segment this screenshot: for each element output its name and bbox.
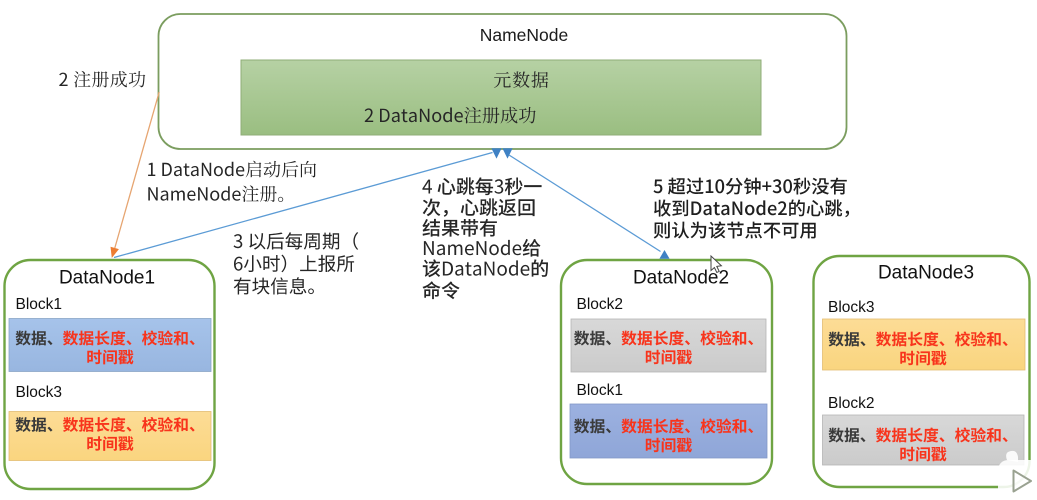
svg-text:NameNode: NameNode bbox=[480, 25, 569, 45]
svg-text:DataNode3: DataNode3 bbox=[878, 263, 974, 284]
svg-text:Block3: Block3 bbox=[828, 299, 875, 316]
svg-text:DataNode1: DataNode1 bbox=[59, 268, 155, 289]
svg-text:Block1: Block1 bbox=[577, 382, 624, 399]
svg-text:Block3: Block3 bbox=[16, 384, 63, 401]
svg-text:Block1: Block1 bbox=[16, 296, 63, 313]
svg-text:Block2: Block2 bbox=[828, 395, 875, 412]
svg-text:Block2: Block2 bbox=[577, 296, 624, 313]
svg-text:DataNode2: DataNode2 bbox=[633, 268, 729, 289]
